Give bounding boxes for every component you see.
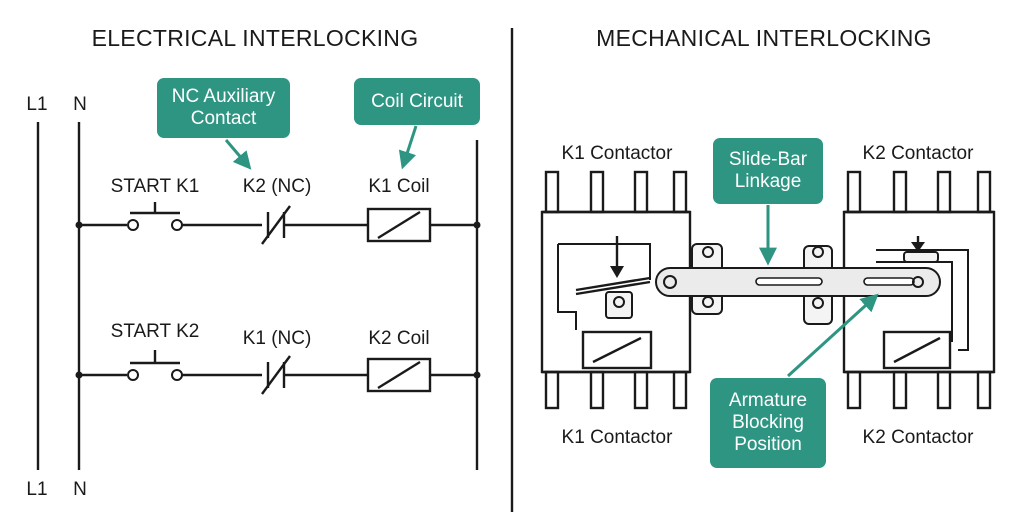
- start-k1-right-terminal: [171, 219, 183, 231]
- rail-n-bottom-label: N: [73, 479, 87, 500]
- nc-auxiliary-callout: NC Auxiliary Contact: [157, 78, 290, 138]
- start-k1-label: START K1: [111, 176, 200, 197]
- nc-auxiliary-arrow: [224, 139, 252, 170]
- k1-nc-label: K1 (NC): [243, 328, 312, 349]
- rung-2: START K2 K1 (NC) K2 Coil: [75, 321, 481, 395]
- slide-bar-line-2: Linkage: [734, 171, 802, 192]
- armature-blocking-arrow: [786, 293, 879, 378]
- rail-l1-top-label: L1: [26, 94, 47, 115]
- coil-circuit-callout: Coil Circuit: [354, 78, 480, 125]
- start-k2-label: START K2: [111, 321, 200, 342]
- rail-n-top-label: N: [73, 94, 87, 115]
- mechanical-title: MECHANICAL INTERLOCKING: [596, 25, 932, 51]
- k1-contactor-bottom-label: K1 Contactor: [562, 427, 674, 448]
- slide-bar-callout: Slide-Bar Linkage: [713, 138, 823, 204]
- start-k2-right-terminal: [171, 369, 183, 381]
- armature-blocking-callout: Armature Blocking Position: [710, 378, 826, 468]
- k1-coil-label: K1 Coil: [368, 176, 429, 197]
- k1-contact-bar: [575, 276, 651, 292]
- armature-blocking-line-2: Blocking: [732, 412, 804, 433]
- start-k2-left-terminal: [127, 369, 139, 381]
- nc-auxiliary-line-1: NC Auxiliary: [171, 86, 276, 107]
- coil-circuit-line-1: Coil Circuit: [371, 90, 463, 112]
- k2-contactor-bottom-label: K2 Contactor: [863, 427, 975, 448]
- armature-blocking-line-3: Position: [734, 434, 802, 455]
- slide-bar-line-1: Slide-Bar: [728, 149, 808, 170]
- electrical-title: ELECTRICAL INTERLOCKING: [92, 25, 419, 51]
- k1-pivot-block: [605, 291, 633, 319]
- k2-contactor-top-label: K2 Contactor: [863, 143, 975, 164]
- rung-1: START K1 K2 (NC) K1 Coil: [75, 176, 481, 245]
- armature-blocking-line-1: Armature: [728, 390, 808, 411]
- slide-bar-linkage: [655, 267, 941, 297]
- coil-circuit-arrow: [398, 125, 418, 170]
- k1-contactor-top-label: K1 Contactor: [562, 143, 674, 164]
- nc-auxiliary-line-2: Contact: [190, 108, 257, 129]
- start-k1-left-terminal: [127, 219, 139, 231]
- k1-contactor: [540, 170, 692, 410]
- rail-l1-bottom-label: L1: [26, 479, 47, 500]
- k2-nc-label: K2 (NC): [243, 176, 312, 197]
- k1-coil-box: [581, 330, 653, 370]
- k2-coil-box: [882, 330, 952, 370]
- k2-coil-label: K2 Coil: [368, 328, 429, 349]
